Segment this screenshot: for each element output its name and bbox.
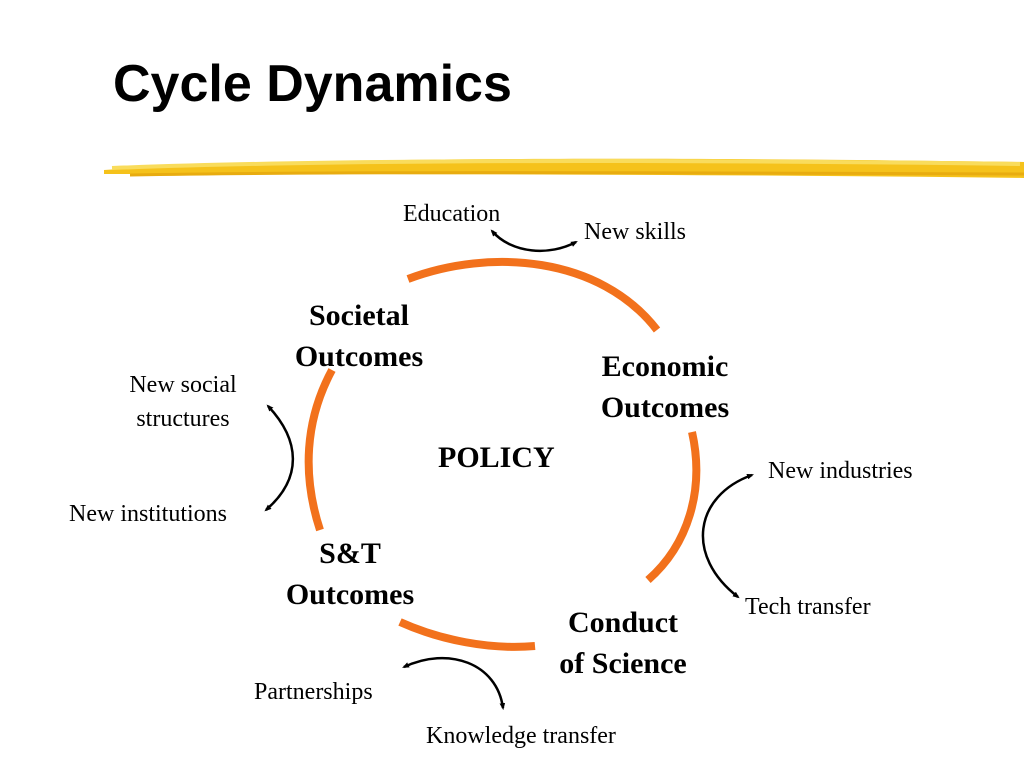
underline-stroke-highlight	[111, 158, 1021, 170]
title-underline	[104, 158, 1024, 178]
policy-label: POLICY	[438, 441, 555, 474]
cycle-arc-bottom	[398, 618, 536, 651]
slide-title: Cycle Dynamics	[113, 55, 512, 113]
label-new-social-line2: structures	[136, 406, 230, 432]
node-economic-outcomes: Economic Outcomes	[574, 346, 756, 428]
node-societal-line1: Societal	[309, 299, 409, 332]
arrow-social-structures-institutions	[264, 404, 295, 512]
node-st-outcomes: S&T Outcomes	[258, 533, 442, 615]
arrow-new-industries-tech-transfer	[701, 473, 754, 599]
label-tech-transfer: Tech transfer	[745, 594, 871, 620]
node-economic-line1: Economic	[601, 350, 729, 383]
cycle-arc-top	[406, 258, 661, 333]
arrow-partnerships-knowledge-transfer	[402, 656, 506, 711]
node-st-line2: Outcomes	[285, 578, 415, 611]
node-societal-line2: Outcomes	[294, 340, 424, 373]
label-new-institutions: New institutions	[69, 501, 228, 527]
label-new-industries: New industries	[768, 458, 913, 484]
node-st-line1: S&T	[319, 537, 381, 570]
label-new-social-structures: New social structures	[112, 368, 254, 436]
node-economic-line2: Outcomes	[600, 391, 730, 424]
underline-stroke-shadow	[129, 171, 1024, 177]
node-conduct-of-science: Conduct of Science	[532, 602, 714, 684]
node-conduct-line2: of Science	[559, 647, 687, 680]
node-societal-outcomes: Societal Outcomes	[270, 295, 448, 377]
label-education: Education	[403, 201, 501, 227]
label-new-skills: New skills	[584, 219, 686, 245]
cycle-arc-left	[304, 368, 336, 532]
cycle-arc-right	[645, 431, 701, 584]
label-partnerships: Partnerships	[254, 679, 373, 705]
label-new-social-line1: New social	[129, 372, 237, 398]
arrow-education-new-skills	[490, 229, 578, 253]
node-conduct-line1: Conduct	[567, 606, 679, 639]
label-knowledge-transfer: Knowledge transfer	[426, 723, 616, 749]
